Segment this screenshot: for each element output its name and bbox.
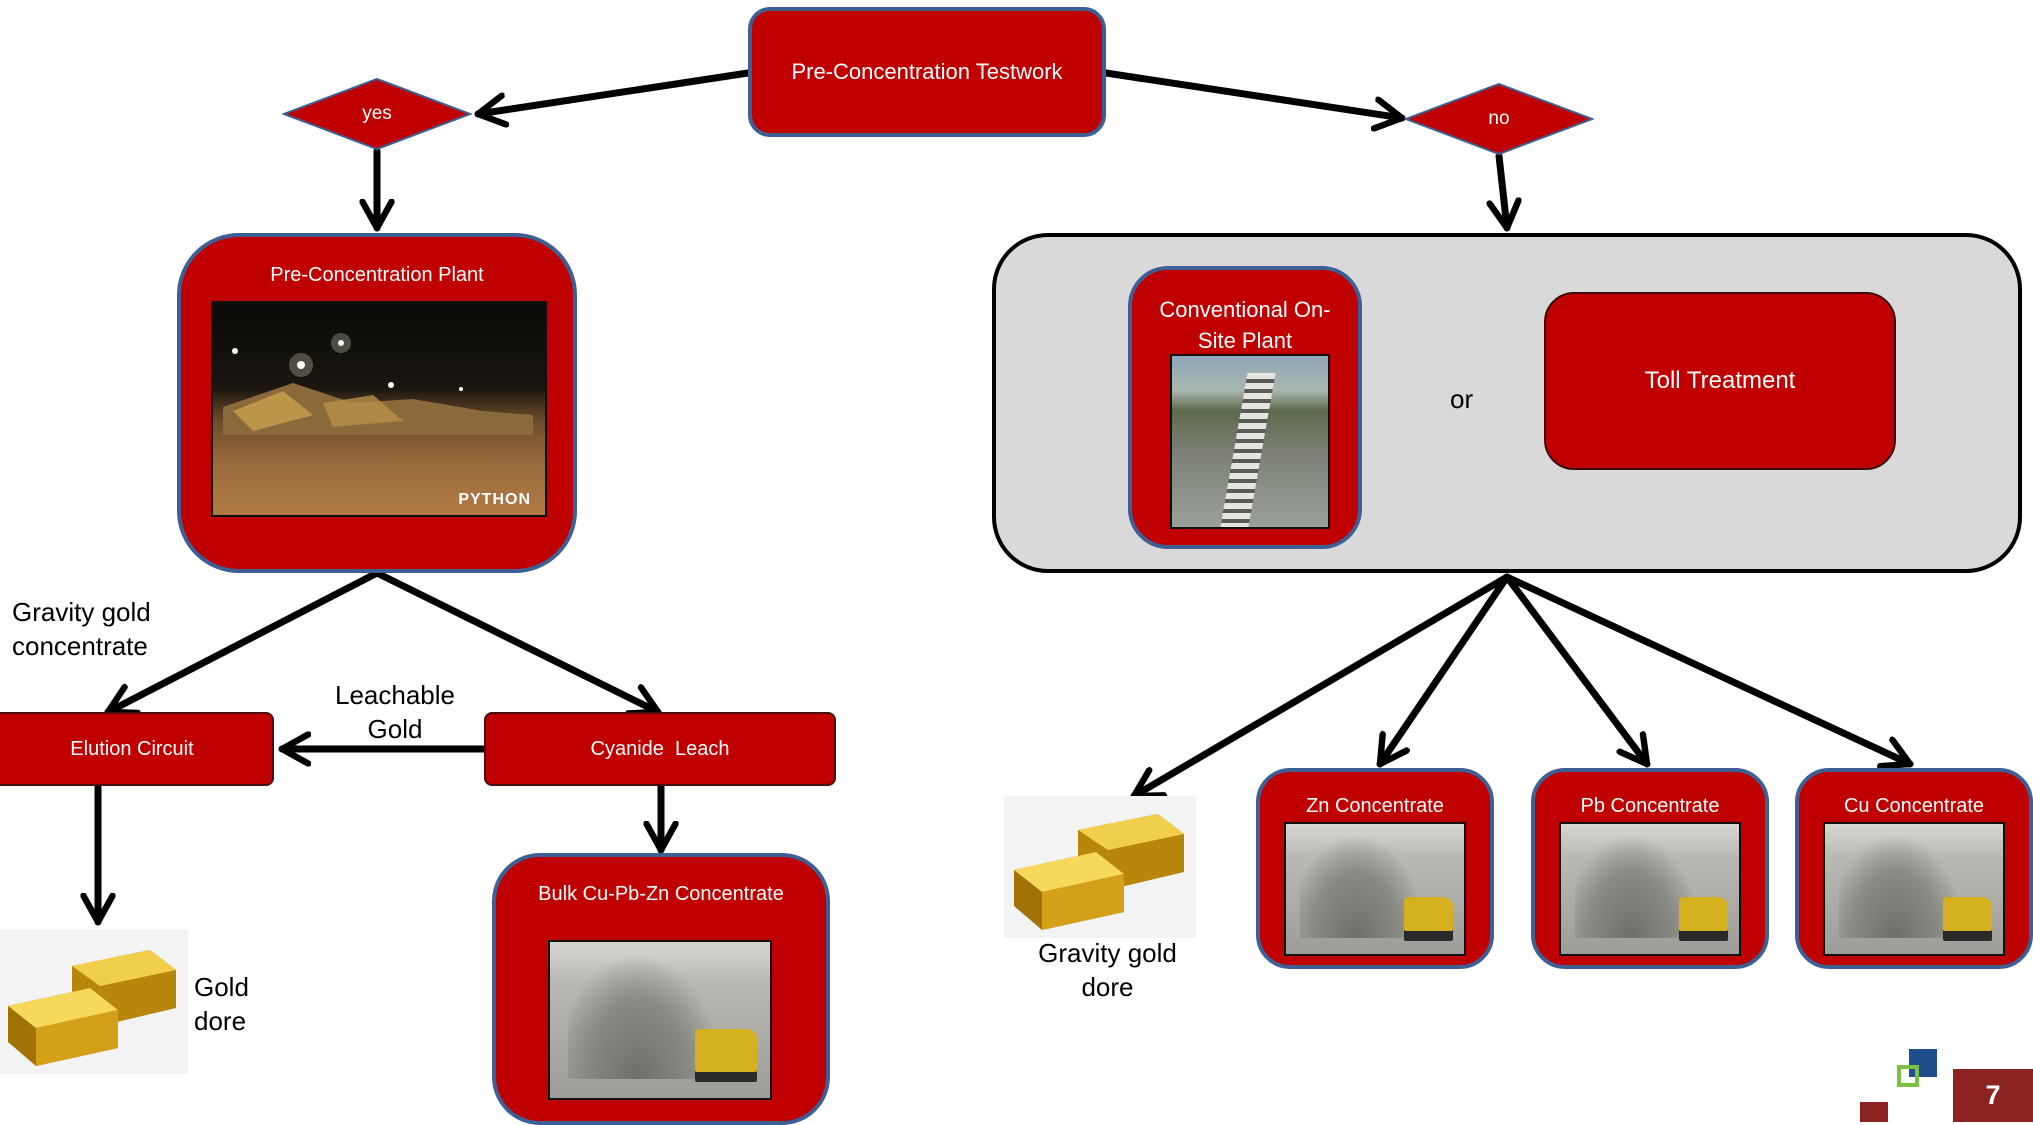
yes-label: yes [362, 103, 392, 124]
pb-concentrate-title: Pb Concentrate [1580, 795, 1720, 817]
zn-concentrate-photo [1284, 822, 1466, 956]
pb-concentrate-photo [1559, 822, 1741, 956]
gravity-gold-dore-label: Gravity gold dore [1038, 938, 1177, 1002]
pre-concentration-testwork-label: Pre-Concentration Testwork [791, 59, 1063, 84]
pre-concentration-plant-title: Pre-Concentration Plant [270, 264, 484, 286]
elution-circuit-label: Elution Circuit [70, 737, 194, 760]
cu-concentrate-box: Cu Concentrate [1795, 768, 2033, 969]
bulk-concentrate-photo [548, 940, 772, 1100]
cyanide-leach-box: Cyanide Leach [484, 712, 836, 786]
arrow-panel-to-pb [1503, 573, 1651, 768]
arrow-panel-to-zn [1376, 573, 1511, 768]
pre-concentration-testwork-box: Pre-Concentration Testwork [748, 7, 1106, 137]
conventional-on-site-plant-box: Conventional On-Site Plant [1128, 266, 1362, 549]
leachable-gold-label: Leachable Gold [335, 680, 455, 744]
pre-concentration-plant-photo: PYTHON [211, 301, 547, 517]
gravity-gold-concentrate-label: Gravity gold concentrate [12, 597, 151, 661]
arrow-plant-to-cyanide [373, 569, 662, 712]
arrow-start-to-no [1102, 69, 1406, 118]
toll-treatment-label: Toll Treatment [1644, 367, 1796, 394]
bulk-cu-pb-zn-concentrate-box: Bulk Cu-Pb-Zn Concentrate [492, 853, 830, 1125]
arrow-plant-to-elution [104, 569, 381, 712]
page-number: 7 [1985, 1080, 2001, 1110]
conventional-plant-photo [1170, 354, 1330, 529]
gold-bars-icon [1004, 796, 1196, 943]
no-label: no [1488, 108, 1510, 129]
cu-concentrate-title: Cu Concentrate [1843, 795, 1985, 817]
cu-concentrate-photo [1823, 822, 2005, 956]
toll-treatment-box: Toll Treatment [1544, 292, 1896, 470]
no-decision: no [1404, 82, 1594, 156]
zn-concentrate-box: Zn Concentrate [1256, 768, 1494, 969]
bulk-cu-pb-zn-concentrate-title: Bulk Cu-Pb-Zn Concentrate [538, 883, 784, 905]
conventional-on-site-plant-title: Conventional On-Site Plant [1159, 297, 1331, 353]
arrow-start-to-yes [474, 69, 752, 114]
arrow-no-to-panel [1499, 152, 1507, 232]
or-label: or [1450, 384, 1474, 414]
elution-circuit-box: Elution Circuit [0, 712, 274, 786]
arrow-panel-to-gravity-dore [1130, 573, 1511, 800]
zn-concentrate-title: Zn Concentrate [1306, 795, 1444, 817]
gold-dore-label: Gold dore [194, 972, 249, 1036]
plant-photo-watermark: PYTHON [458, 491, 531, 508]
gold-bars-icon [0, 930, 188, 1079]
page-number-badge: 7 [1953, 1069, 2033, 1122]
yes-decision: yes [282, 77, 472, 151]
pre-concentration-plant-box: Pre-Concentration Plant PYTHON [177, 233, 577, 573]
arrow-panel-to-cu [1503, 573, 1914, 764]
cyanide-leach-label: Cyanide Leach [590, 737, 730, 760]
pb-concentrate-box: Pb Concentrate [1531, 768, 1769, 969]
